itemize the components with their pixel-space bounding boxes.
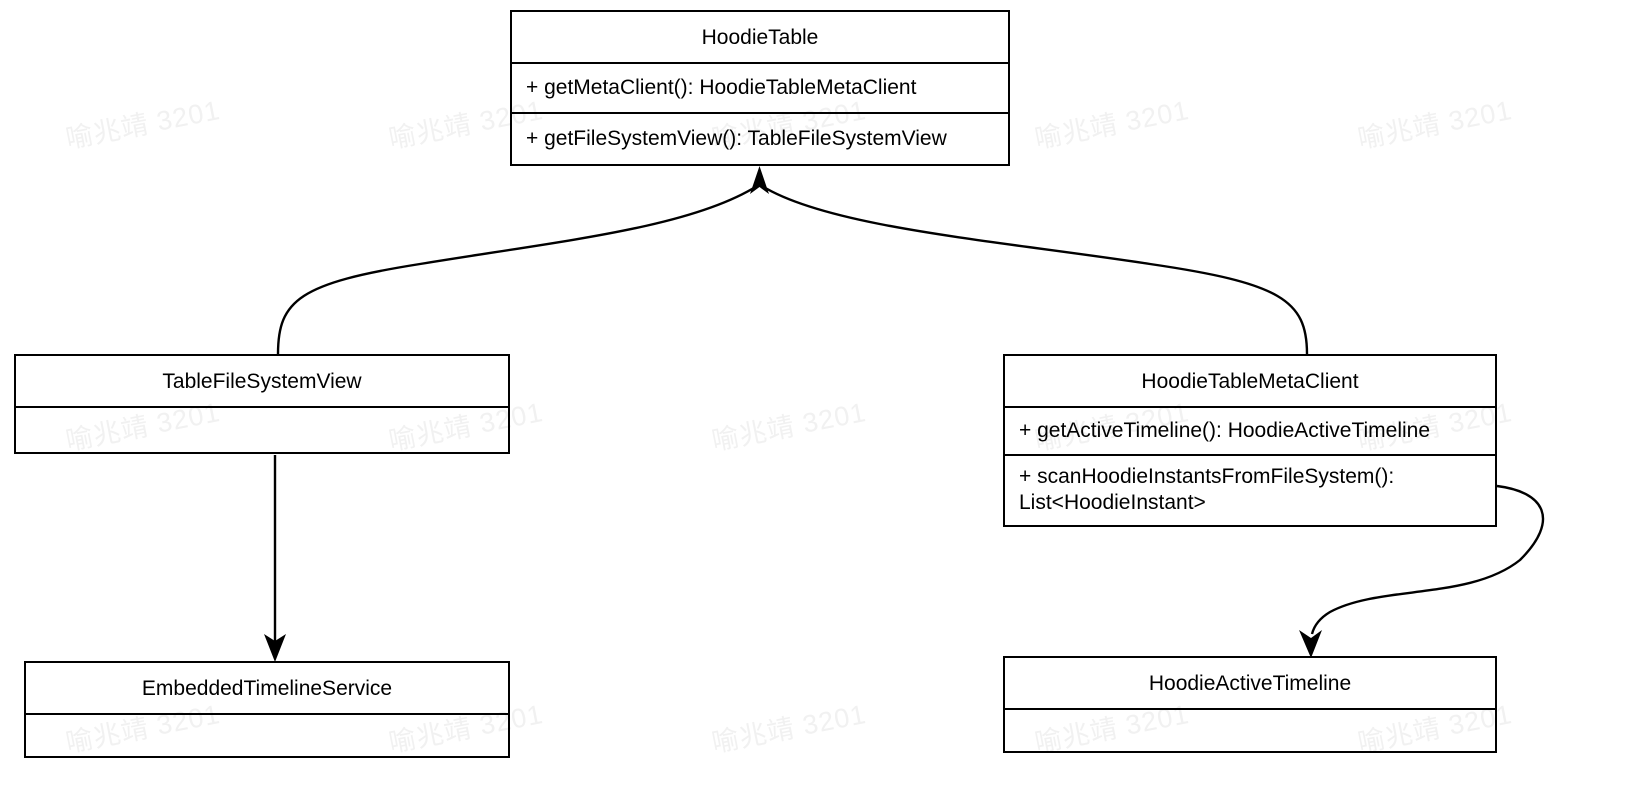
watermark-text: 喻兆靖 3201 bbox=[1355, 94, 1515, 155]
class-name-hoodie-active-timeline: HoodieActiveTimeline bbox=[1005, 658, 1495, 710]
edge-table-file-system-view-to-hoodie-table bbox=[276, 184, 758, 355]
class-box-embedded-timeline-service[interactable]: EmbeddedTimelineService bbox=[24, 661, 510, 758]
class-member: + scanHoodieInstantsFromFileSystem(): Li… bbox=[1005, 456, 1495, 525]
class-name-embedded-timeline-service: EmbeddedTimelineService bbox=[26, 663, 508, 715]
watermark-text: 喻兆靖 3201 bbox=[709, 698, 869, 759]
class-name-hoodie-table: HoodieTable bbox=[512, 12, 1008, 64]
class-name-hoodie-table-meta-client: HoodieTableMetaClient bbox=[1005, 356, 1495, 408]
class-member: + getFileSystemView(): TableFileSystemVi… bbox=[526, 127, 947, 150]
class-member: + getMetaClient(): HoodieTableMetaClient bbox=[512, 64, 1008, 114]
edge-hoodie-table-meta-client-to-hoodie-table bbox=[761, 184, 1309, 355]
class-member-line: + scanHoodieInstantsFromFileSystem(): bbox=[1019, 465, 1395, 488]
watermark-text: 喻兆靖 3201 bbox=[709, 396, 869, 457]
class-box-hoodie-active-timeline[interactable]: HoodieActiveTimeline bbox=[1003, 656, 1497, 753]
class-name-table-file-system-view: TableFileSystemView bbox=[16, 356, 508, 408]
class-member bbox=[26, 715, 508, 756]
arrowhead-into-hoodie-active-timeline bbox=[1299, 630, 1322, 658]
class-member-line: List<HoodieInstant> bbox=[1019, 491, 1206, 514]
class-box-hoodie-table[interactable]: HoodieTable + getMetaClient(): HoodieTab… bbox=[510, 10, 1010, 166]
class-member: + getActiveTimeline(): HoodieActiveTimel… bbox=[1005, 408, 1495, 456]
watermark-text: 喻兆靖 3201 bbox=[1032, 94, 1192, 155]
class-box-table-file-system-view[interactable]: TableFileSystemView bbox=[14, 354, 510, 454]
arrowhead-into-embedded-timeline-service bbox=[264, 634, 286, 662]
watermark-text: 喻兆靖 3201 bbox=[63, 94, 223, 155]
class-box-hoodie-table-meta-client[interactable]: HoodieTableMetaClient + getActiveTimelin… bbox=[1003, 354, 1497, 527]
class-member bbox=[16, 408, 508, 452]
class-member bbox=[1005, 710, 1495, 751]
arrowhead-into-hoodie-table bbox=[750, 166, 769, 194]
